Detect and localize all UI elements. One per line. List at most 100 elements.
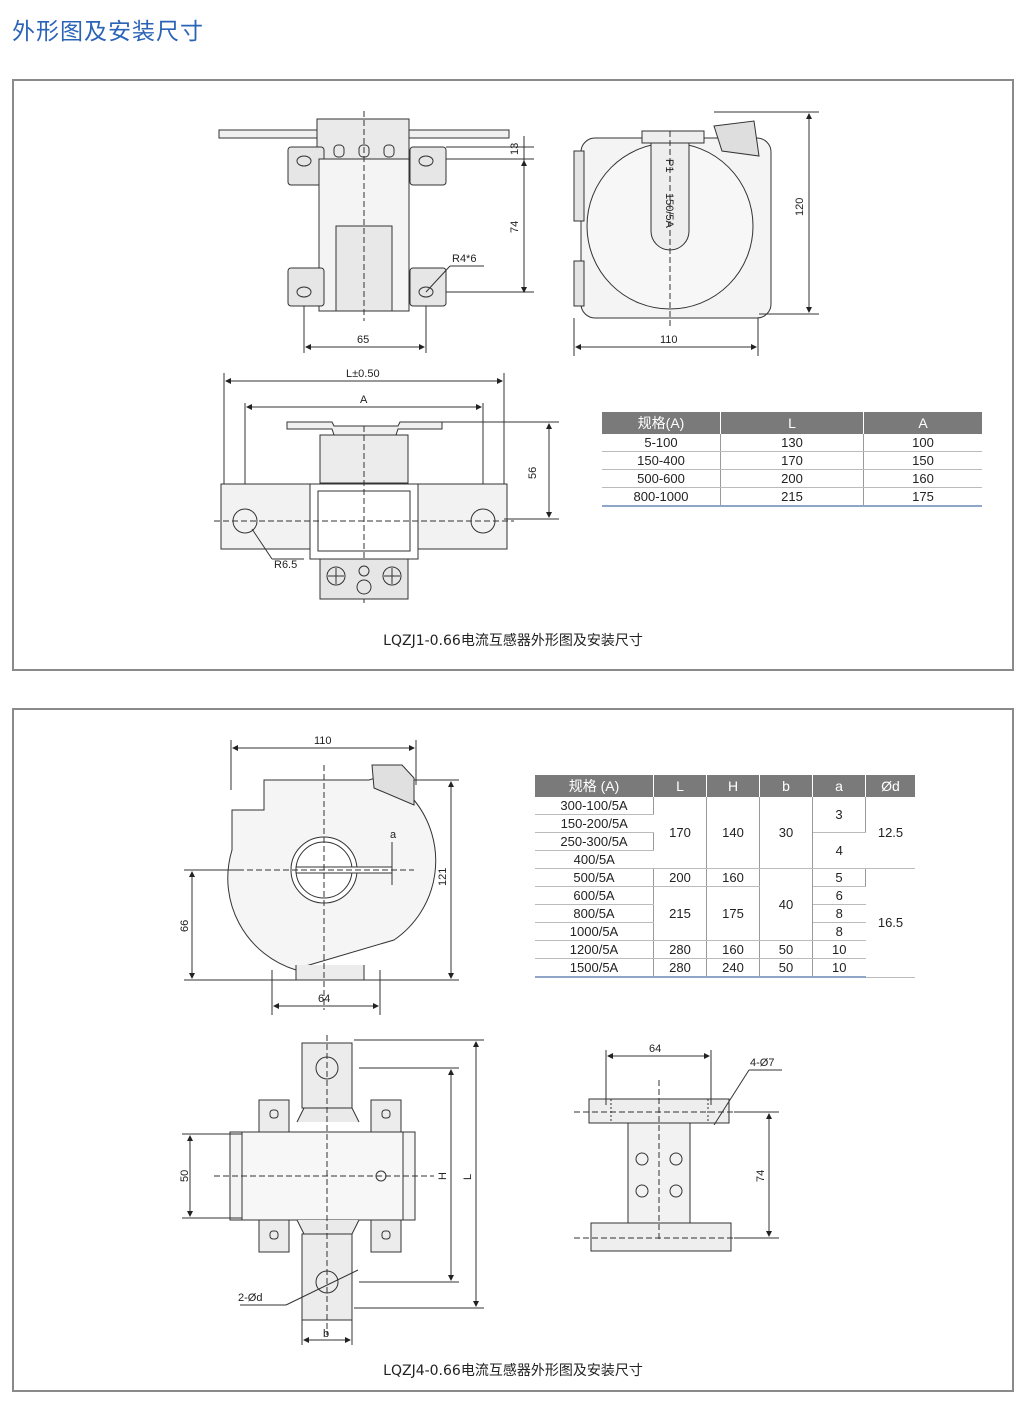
cell: 12.5 xyxy=(865,797,915,869)
cell: 1500/5A xyxy=(535,958,654,978)
cell: 200 xyxy=(653,868,707,887)
cell: 215 xyxy=(720,487,864,507)
cell: 10 xyxy=(812,940,866,959)
dim-121: 121 xyxy=(437,868,449,886)
table-header: 规格(A) L A xyxy=(602,412,982,434)
dim-b: b xyxy=(323,1328,329,1340)
table-row: 1000/5A 8 xyxy=(535,922,915,941)
cell: 1200/5A xyxy=(535,940,654,959)
dim-a: A xyxy=(360,394,368,406)
dim-h: H xyxy=(437,1172,449,1180)
label-p1: P1 xyxy=(663,159,675,172)
col-header: A xyxy=(863,412,982,434)
cell: 100 xyxy=(863,434,982,452)
cell: 800/5A xyxy=(535,904,654,923)
cell: 600/5A xyxy=(535,886,654,905)
dim-110: 110 xyxy=(660,334,678,346)
dim-120: 120 xyxy=(794,198,806,216)
dim-47: 4-Ø7 xyxy=(750,1057,774,1069)
cell: 140 xyxy=(706,797,760,869)
cell: 160 xyxy=(706,868,760,887)
dim-64b: 64 xyxy=(649,1043,661,1055)
label-rating: 150/5A xyxy=(663,193,675,229)
dim-l: L xyxy=(462,1174,474,1180)
cell: 175 xyxy=(706,886,760,941)
cell: 280 xyxy=(653,940,707,959)
dim-74: 74 xyxy=(755,1170,767,1182)
cell: 400/5A xyxy=(535,850,654,869)
cell: 150-200/5A xyxy=(535,814,654,833)
dim-r46: R4*6 xyxy=(452,253,476,265)
dim-a: a xyxy=(390,829,397,841)
cell: 10 xyxy=(812,958,866,978)
cell: 160 xyxy=(706,940,760,959)
cell: 16.5 xyxy=(865,868,915,978)
col-header: a xyxy=(812,775,866,797)
cell: 50 xyxy=(759,940,813,959)
table-row: 800/5A 8 xyxy=(535,904,915,923)
col-header: L xyxy=(653,775,707,797)
cell: 40 xyxy=(759,868,813,941)
cell: 150-400 xyxy=(602,451,721,470)
lqzj1-caption: LQZJ1-0.66电流互感器外形图及安装尺寸 xyxy=(383,633,643,649)
dim-50: 50 xyxy=(179,1170,191,1182)
dim-l050: L±0.50 xyxy=(346,368,380,380)
cell: 5 xyxy=(812,868,866,887)
cell: 1000/5A xyxy=(535,922,654,941)
cell: 500-600 xyxy=(602,469,721,488)
cell: 4 xyxy=(812,832,866,869)
table-row: 1500/5A 280 240 50 10 xyxy=(535,958,915,978)
cell: 240 xyxy=(706,958,760,978)
cell: 6 xyxy=(812,886,866,905)
col-header: b xyxy=(759,775,813,797)
page-title: 外形图及安装尺寸 xyxy=(12,19,204,45)
cell: 160 xyxy=(863,469,982,488)
cell: 200 xyxy=(720,469,864,488)
cell: 150 xyxy=(863,451,982,470)
dim-66: 66 xyxy=(179,920,191,932)
dim-65: 65 xyxy=(357,334,369,346)
lqzj1-drawing: 13 74 65 R4*6 120 110 P1 150/5A L±0.50 A… xyxy=(214,111,819,606)
table-row: 500/5A 200 160 40 5 16.5 xyxy=(535,868,915,978)
lqzj4-spec-table: 规格 (A) L H b a Ød 300-100/5A 170 140 30 … xyxy=(535,775,915,978)
cell: 170 xyxy=(653,797,707,869)
lqzj4-panel: 110 a 121 66 64 50 H L 2-Ød b 64 4-Ø7 74… xyxy=(12,708,1014,1392)
cell: 175 xyxy=(863,487,982,507)
table-header: 规格 (A) L H b a Ød xyxy=(535,775,915,797)
table-row: 150-200/5A xyxy=(535,814,915,833)
cell: 215 xyxy=(653,886,707,941)
table-row: 300-100/5A 170 140 30 3 12.5 xyxy=(535,797,915,869)
dim-2d: 2-Ød xyxy=(238,1292,262,1304)
lqzj4-drawing: 110 a 121 66 64 50 H L 2-Ød b 64 4-Ø7 74 xyxy=(179,735,782,1345)
cell: 250-300/5A xyxy=(535,832,654,851)
cell: 5-100 xyxy=(602,434,721,452)
table-row: 400/5A xyxy=(535,850,915,869)
col-header: Ød xyxy=(865,775,915,797)
cell: 300-100/5A xyxy=(535,797,654,815)
cell: 500/5A xyxy=(535,868,654,887)
cell: 8 xyxy=(812,922,866,941)
cell: 50 xyxy=(759,958,813,978)
dim-r65: R6.5 xyxy=(274,559,297,571)
col-header: L xyxy=(720,412,864,434)
dim-56: 56 xyxy=(527,467,539,479)
cell: 3 xyxy=(812,797,866,833)
cell: 170 xyxy=(720,451,864,470)
col-header: 规格 (A) xyxy=(535,775,654,797)
dim-110: 110 xyxy=(314,735,332,747)
table-row: 250-300/5A 4 xyxy=(535,832,915,869)
lqzj1-panel: 13 74 65 R4*6 120 110 P1 150/5A L±0.50 A… xyxy=(12,79,1014,671)
dim-74: 74 xyxy=(509,221,521,233)
dim-64: 64 xyxy=(318,993,330,1005)
cell: 800-1000 xyxy=(602,487,721,507)
cell: 280 xyxy=(653,958,707,978)
lqzj4-caption: LQZJ4-0.66电流互感器外形图及安装尺寸 xyxy=(383,1363,643,1379)
cell: 30 xyxy=(759,797,813,869)
dim-13: 13 xyxy=(509,143,521,155)
table-row: 600/5A 215 175 6 xyxy=(535,886,915,941)
